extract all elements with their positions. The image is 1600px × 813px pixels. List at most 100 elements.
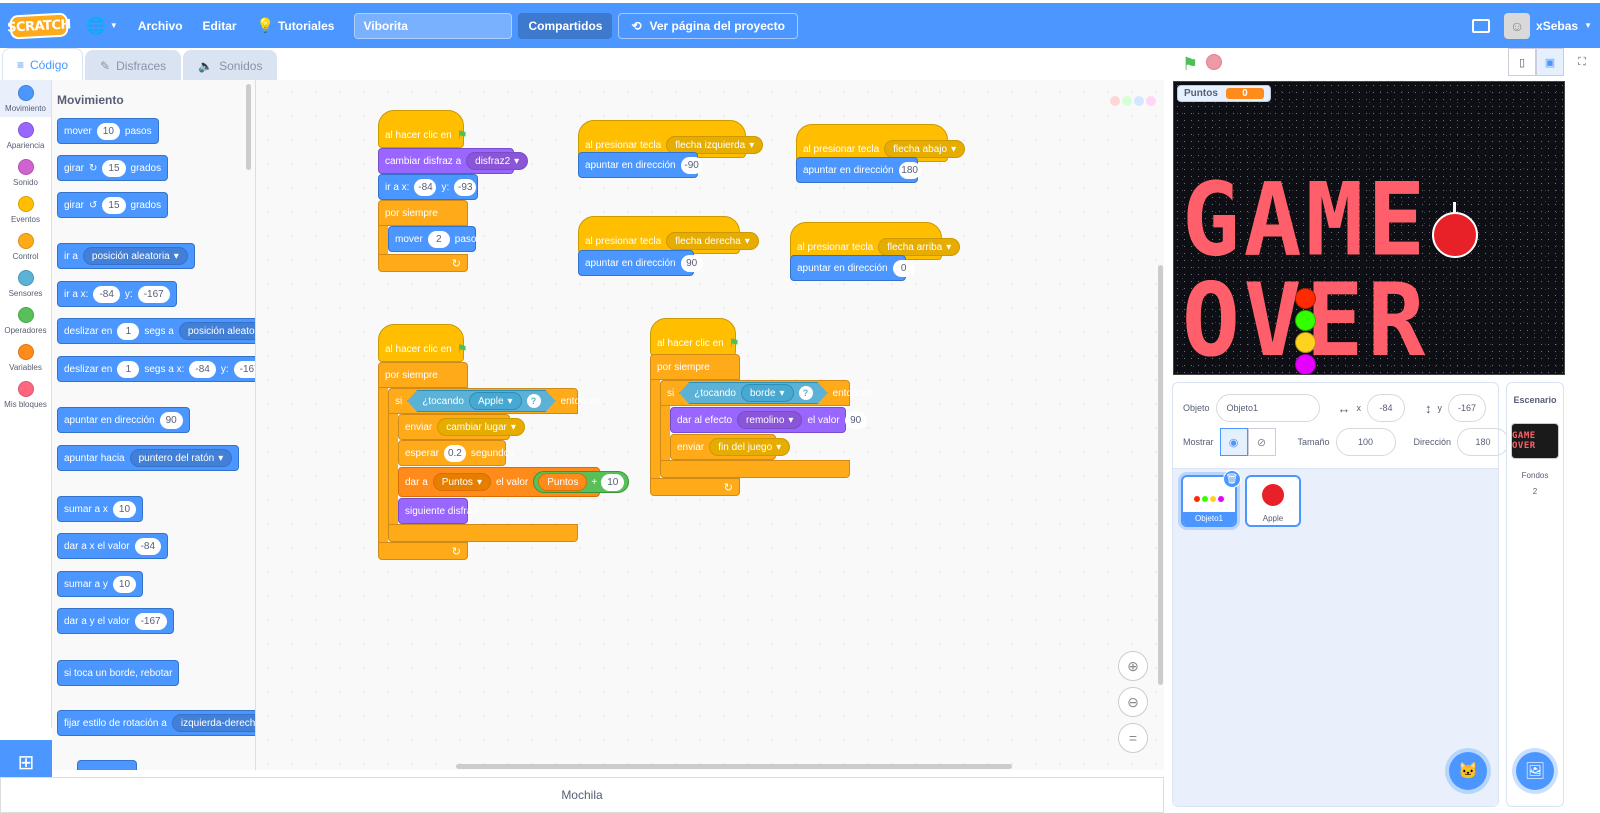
block-siguiente-disfraz[interactable]: siguiente disfraz [398,498,477,524]
hat-green-flag[interactable]: al hacer clic en⚑ [378,110,467,148]
direccion-input[interactable]: 180 [1457,428,1510,456]
tamano-input[interactable]: 100 [1335,428,1396,456]
number-input[interactable]: -167 [134,612,167,630]
number-input[interactable]: 10 [112,500,137,518]
project-title-input[interactable]: Viborita [354,12,513,39]
number-input[interactable]: 1 [117,322,140,340]
sprite-thumb-objeto1[interactable]: Objeto1 [1181,475,1237,527]
dropdown[interactable]: fin del juego▾ [709,438,791,456]
sprite-thumb-apple[interactable]: Apple [1245,475,1301,527]
category-sonido[interactable]: Sonido [0,154,51,191]
small-stage-button[interactable]: ▯ [1508,48,1536,76]
dropdown[interactable]: Puntos▾ [432,473,491,491]
variable-reporter[interactable]: Puntos [538,473,588,491]
backpack[interactable]: Mochila [0,777,1164,813]
scratch-logo[interactable]: SCRATCH [7,11,71,40]
apple-sprite[interactable] [1432,202,1478,258]
number-input[interactable]: -84 [189,360,216,378]
number-input[interactable]: -167 [233,360,255,378]
backdrop-thumbnail[interactable]: GAME OVER [1511,423,1559,459]
category-operadores[interactable]: Operadores [0,302,51,339]
number-input[interactable]: 2 [427,230,450,248]
category-eventos[interactable]: Eventos [0,191,51,228]
number-input[interactable]: -84 [93,285,120,303]
stage-backdrop-panel[interactable]: Escenario GAME OVER Fondos 2 [1506,382,1564,807]
dropdown[interactable]: borde▾ [741,384,794,402]
number-input[interactable]: 180 [898,161,921,179]
zoom-out-button[interactable]: ⊖ [1118,687,1148,717]
editar-menu[interactable]: Editar [202,18,237,33]
number-input[interactable]: -84 [414,178,437,196]
dropdown[interactable]: cambiar lugar▾ [437,418,525,436]
number-input[interactable]: -90 [680,156,703,174]
number-input[interactable]: 90 [680,254,703,272]
zoom-reset-button[interactable]: = [1118,723,1148,753]
y-input[interactable]: -167 [1448,394,1487,422]
dropdown[interactable]: izquierda-derecha▾ [171,714,255,732]
category-movimiento[interactable]: Movimiento [0,80,51,117]
dropdown[interactable]: flecha arriba▾ [878,238,961,256]
tab-sonidos[interactable]: 🔈 Sonidos [183,50,278,80]
number-input[interactable]: 10 [96,122,120,140]
tab-disfraces[interactable]: ✎ Disfraces [85,50,182,80]
hat-green-flag[interactable]: al hacer clic en⚑ [650,318,739,356]
dropdown[interactable]: puntero del ratón▾ [129,449,233,467]
number-input[interactable]: -84 [134,537,162,555]
large-stage-button[interactable]: ▣ [1536,48,1564,76]
category-sensores[interactable]: Sensores [0,265,51,302]
dropdown[interactable]: remolino▾ [737,411,803,429]
add-backdrop-button[interactable]: 🖼 [1516,752,1554,790]
show-eye-button[interactable]: ◉ [1219,428,1248,456]
block-por-siempre[interactable]: por siempre [650,354,740,380]
block-por-siempre[interactable]: por siempre [378,362,468,388]
zoom-in-button[interactable]: ⊕ [1118,651,1148,681]
x-input[interactable]: -84 [1367,394,1406,422]
hat-green-flag[interactable]: al hacer clic en⚑ [378,324,467,362]
compartidos-button[interactable]: Compartidos [518,12,613,39]
hide-eye-button[interactable]: ⊘ [1247,428,1276,456]
add-extension-button[interactable]: ⊞ [0,740,52,784]
category-control[interactable]: Control [0,228,51,265]
category-apariencia[interactable]: Apariencia [0,117,51,154]
tutoriales-menu[interactable]: 💡 Tutoriales [247,2,345,50]
stop-button[interactable] [1206,54,1222,70]
fullscreen-button[interactable]: ⛶ [1568,48,1596,76]
horizontal-scrollbar[interactable] [456,764,1012,769]
number-input[interactable]: 90 [159,411,183,429]
number-input[interactable]: 1 [117,360,140,378]
number-input[interactable]: 0.2 [443,444,466,462]
suma-operator[interactable]: Puntos+10 [533,471,630,493]
dropdown[interactable]: flecha abajo▾ [884,140,966,158]
block-por-siempre[interactable]: por siempre [378,200,468,226]
vertical-scrollbar[interactable] [1158,265,1163,685]
folder-icon[interactable] [1472,18,1491,33]
account-menu[interactable]: ☺ xSebas ▼ [1504,12,1592,39]
dropdown[interactable]: flecha derecha▾ [666,232,759,250]
